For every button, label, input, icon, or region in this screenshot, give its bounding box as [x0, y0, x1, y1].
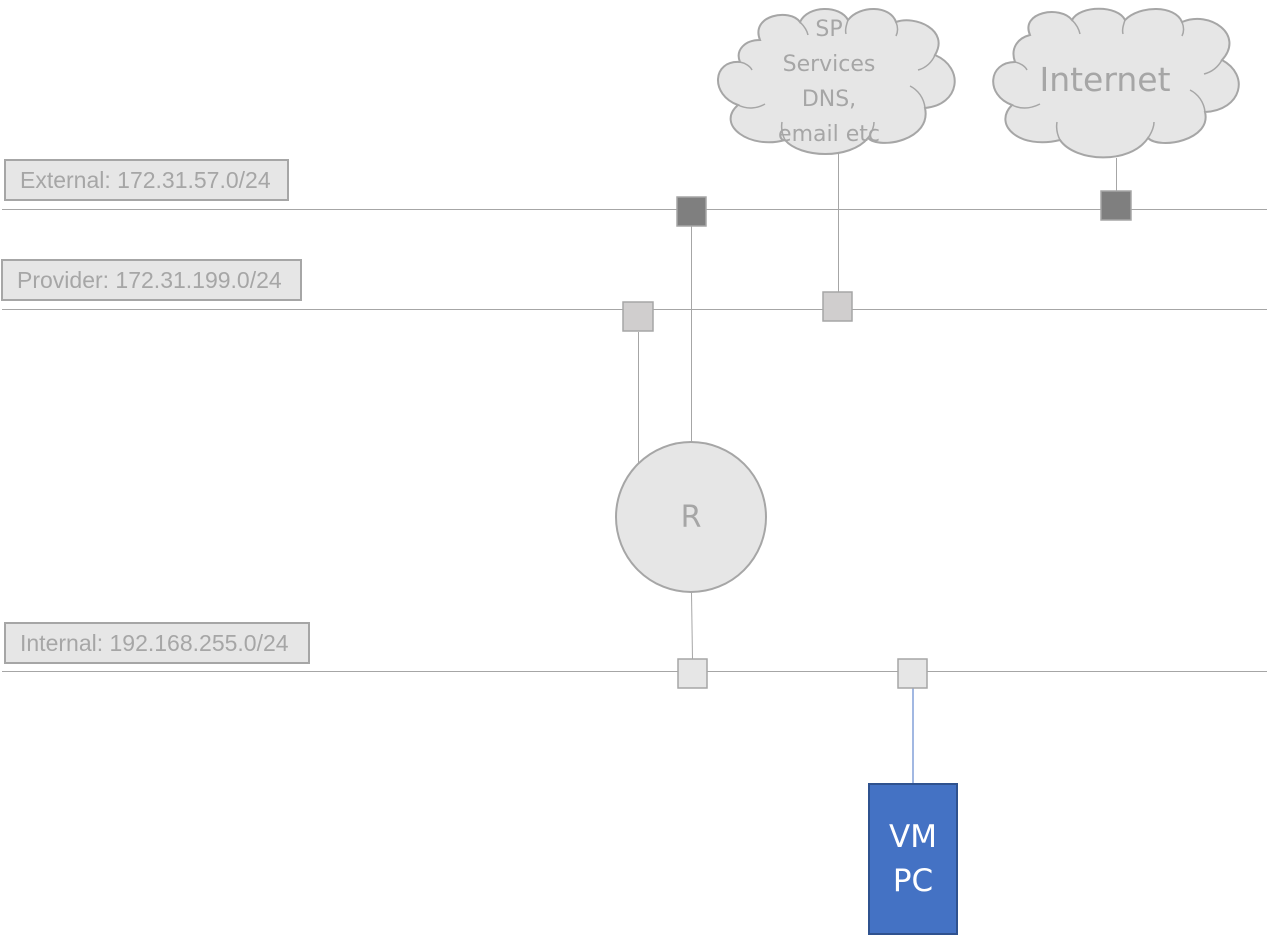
internal-network-label: Internal: 192.168.255.0/24	[4, 622, 310, 664]
sp-services-cloud-inner-curves	[737, 19, 936, 141]
sp-services-label-line: DNS,	[801, 87, 857, 112]
internet-external-port	[1100, 190, 1132, 221]
router-internal-link	[691, 592, 693, 660]
vm-pc-internal-port	[897, 658, 928, 689]
router-node: R	[615, 441, 767, 593]
provider-network-label: Provider: 172.31.199.0/24	[1, 259, 302, 301]
router-internal-port	[677, 658, 708, 689]
sp-services-label-line: Services	[782, 52, 876, 77]
vm-pc-label-line: PC	[892, 863, 934, 899]
sp-services-label-line: email etc	[778, 122, 880, 147]
sp-services-label-line: SP	[815, 17, 843, 42]
sp-services-provider-port	[822, 291, 853, 322]
router-provider-port	[622, 301, 654, 332]
sp-services-cloud	[717, 8, 956, 155]
router-external-port	[676, 196, 707, 227]
internet-label: Internet	[1039, 60, 1171, 99]
router-label: R	[680, 499, 702, 535]
internet-cloud-inner-curves	[1011, 19, 1223, 141]
external-network-label: External: 172.31.57.0/24	[4, 159, 289, 201]
vm-pc-label-line: VM	[889, 819, 937, 855]
sp-services-label: SP Services DNS, email etc	[739, 12, 919, 152]
vm-pc-node: VM PC	[868, 783, 958, 935]
